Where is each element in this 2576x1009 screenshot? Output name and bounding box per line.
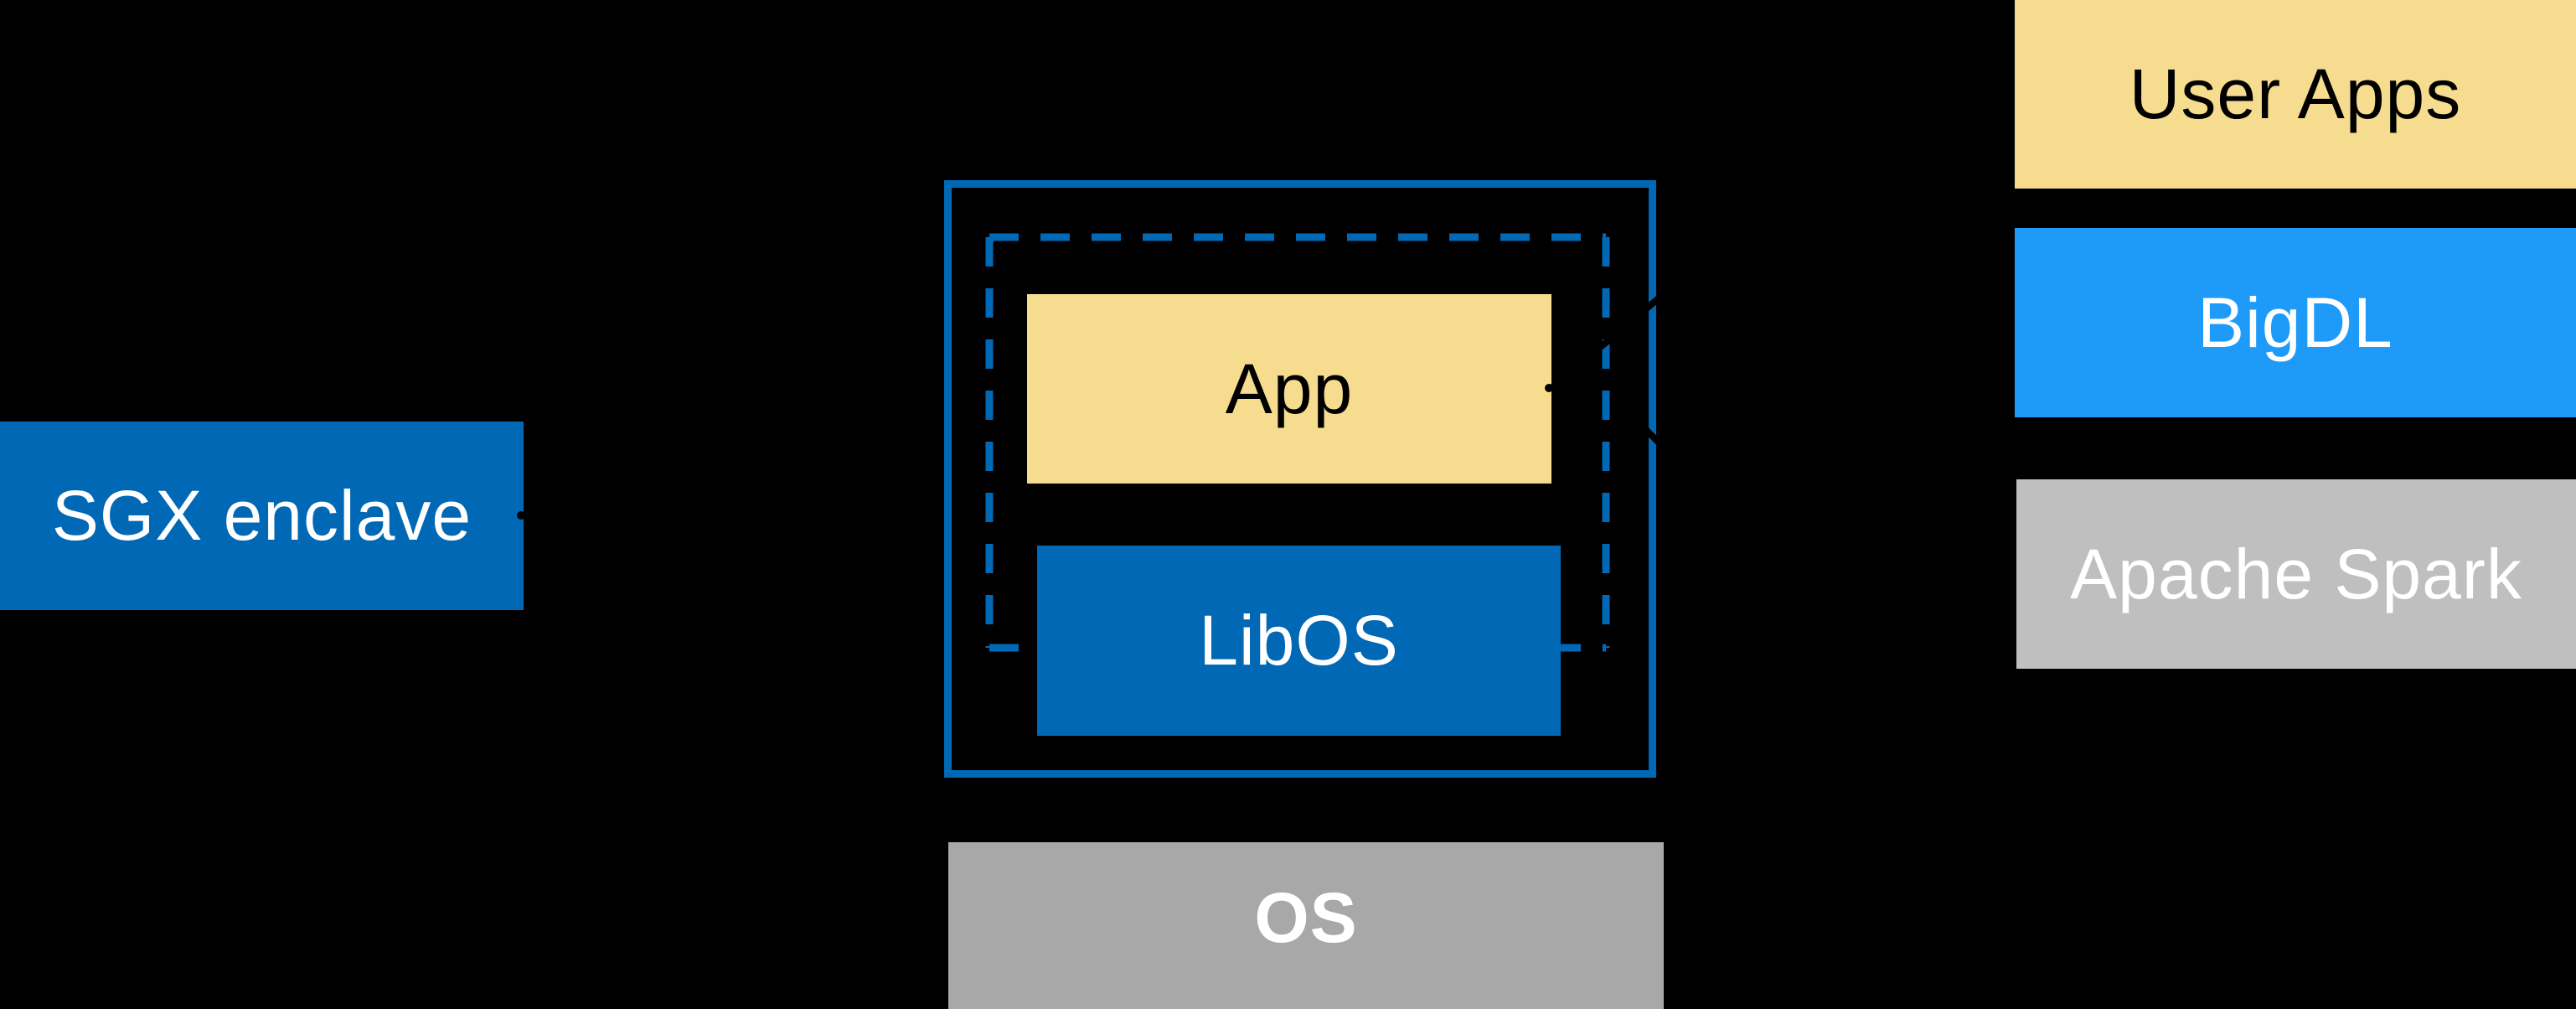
- libos-box: LibOS: [1037, 546, 1561, 736]
- user-apps-label: User Apps: [2129, 54, 2462, 133]
- libos-label: LibOS: [1199, 601, 1399, 680]
- user-apps-box: User Apps: [2015, 0, 2576, 189]
- spark-box: Apache Spark: [2016, 479, 2576, 669]
- os-box: OS: [948, 842, 1664, 1009]
- app-label: App: [1225, 349, 1354, 428]
- os-label: OS: [1254, 878, 1358, 957]
- apache-spark-label: Apache Spark: [2070, 534, 2522, 613]
- app-box: App: [1027, 294, 1551, 484]
- bigdl-label: BigDL: [2197, 282, 2393, 362]
- sgx-enclave-label-box: SGX enclave: [0, 422, 524, 610]
- sgx-enclave-label: SGX enclave: [51, 476, 472, 555]
- bigdl-box: BigDL: [2015, 228, 2576, 417]
